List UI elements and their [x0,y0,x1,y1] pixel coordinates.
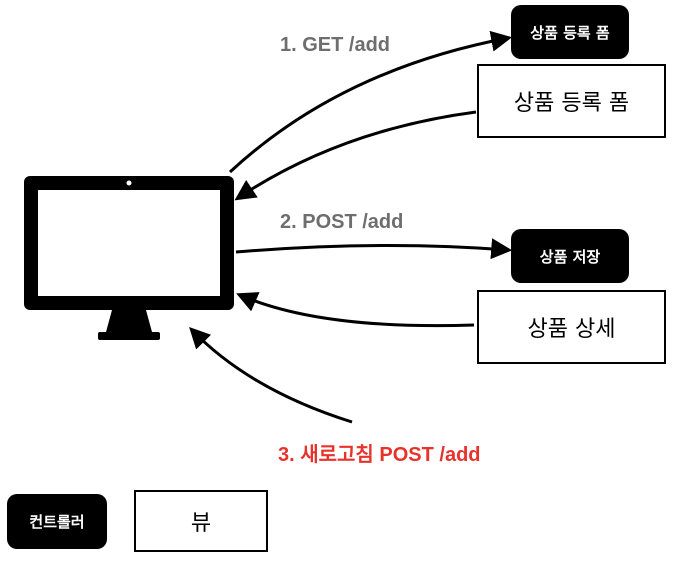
arrow-form-view-response [234,110,477,201]
save-controller-label: 상품 저장 [539,247,601,266]
legend-view: 뷰 [134,490,268,552]
request-label-get: 1. GET /add [280,34,391,56]
product-detail-view-label: 상품 상세 [527,317,616,342]
request-label-refresh: 3. 새로고침 POST /add [278,444,481,466]
legend-controller: 컨트롤러 [7,494,107,549]
register-form-controller: 상품 등록 폼 [511,5,629,59]
register-form-view: 상품 등록 폼 [477,64,666,138]
save-controller: 상품 저장 [511,229,629,283]
desktop-monitor-icon [24,176,234,340]
arrow-post-add [235,238,513,260]
arrow-refresh-post [189,326,353,424]
register-form-controller-label: 상품 등록 폼 [530,23,610,42]
arrow-get-add [228,30,513,174]
register-form-view-label: 상품 등록 폼 [513,91,630,116]
arrow-detail-view-response [236,292,475,328]
request-label-post: 2. POST /add [280,211,404,233]
legend-controller-label: 컨트롤러 [29,513,85,531]
legend-view-label: 뷰 [190,511,212,536]
product-detail-view: 상품 상세 [477,290,666,364]
